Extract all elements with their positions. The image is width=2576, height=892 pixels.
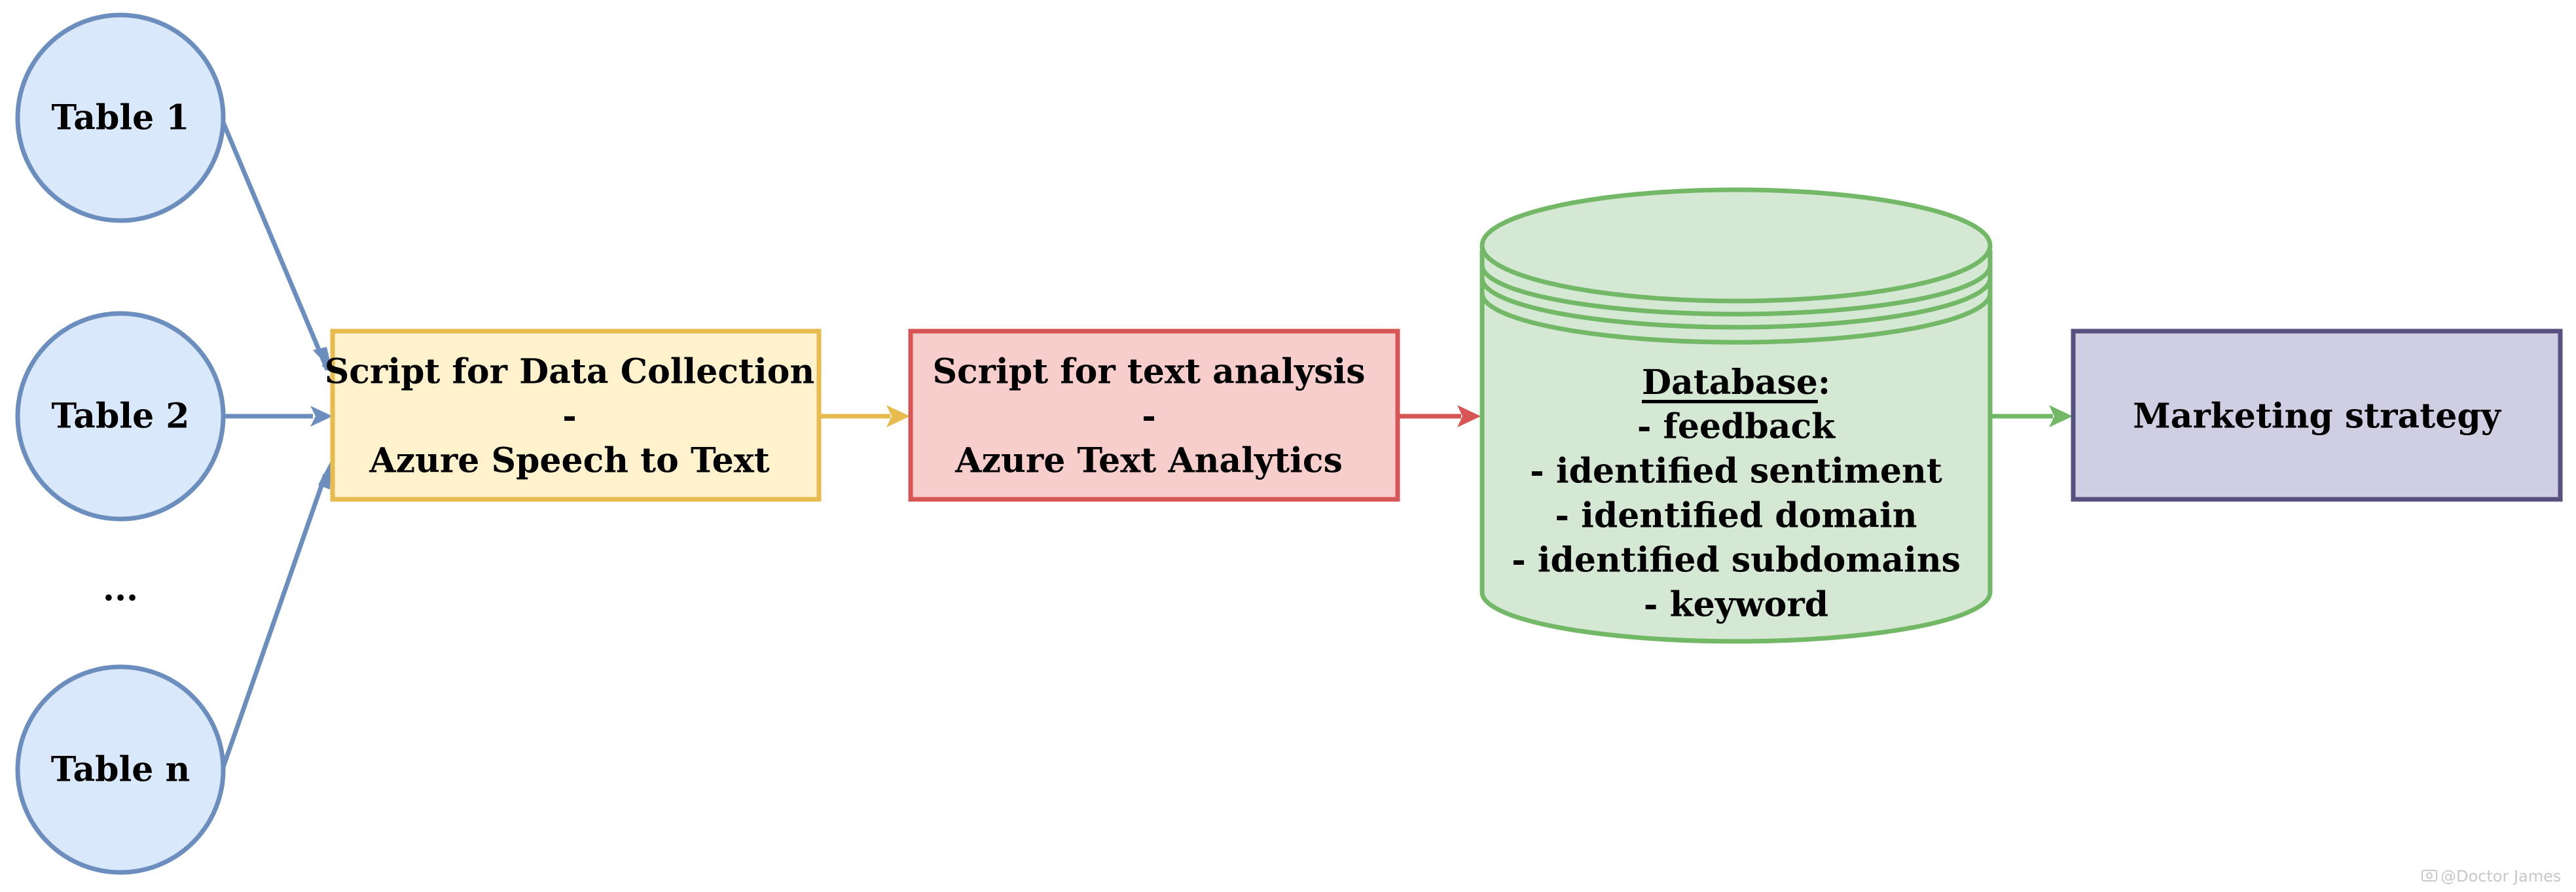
database-heading: Database: xyxy=(1642,363,1830,402)
data-collection-box xyxy=(330,329,822,502)
connector-table1-to-collection xyxy=(219,116,330,371)
text-analysis-box xyxy=(908,329,1400,502)
table-n-node: Table n xyxy=(15,664,226,875)
marketing-strategy-label: Marketing strategy xyxy=(2133,397,2502,437)
database-title: Database xyxy=(1642,363,1818,402)
table-2-circle xyxy=(15,311,226,522)
database-ring-3 xyxy=(1479,293,1993,345)
database-field-domain: - identified domain xyxy=(1555,496,1917,536)
watermark-text: @Doctor James xyxy=(2440,867,2561,885)
database-body xyxy=(1479,249,1993,644)
database-field-feedback: - feedback xyxy=(1637,407,1836,447)
database-field-keyword: - keyword xyxy=(1644,585,1828,625)
data-collection-service: Azure Speech to Text xyxy=(369,441,770,481)
arrowhead-table1-to-collection xyxy=(313,347,333,372)
text-analysis-separator: - xyxy=(1142,397,1156,437)
watermark: @Doctor James xyxy=(2422,867,2561,885)
database-ring-1 xyxy=(1479,264,1993,317)
data-collection-separator: - xyxy=(562,397,577,437)
arrowhead-collection-to-analysis xyxy=(886,405,910,427)
table-1-label: Table 1 xyxy=(52,98,190,138)
text-analysis-node: Script for text analysis - Azure Text An… xyxy=(908,329,1400,502)
arrowhead-database-to-strategy xyxy=(2049,405,2073,427)
table-n-circle xyxy=(15,664,226,875)
arrowhead-tablen-to-collection xyxy=(318,460,331,490)
arrowhead-analysis-to-database xyxy=(1457,405,1481,427)
database-ring-2 xyxy=(1479,277,1993,330)
database-field-sentiment: - identified sentiment xyxy=(1530,452,1942,491)
database-top xyxy=(1479,187,1993,304)
table-1-circle xyxy=(15,12,226,223)
text-analysis-title: Script for text analysis xyxy=(932,352,1365,392)
data-collection-node: Script for Data Collection - Azure Speec… xyxy=(325,329,822,502)
camera-icon xyxy=(2422,870,2437,882)
marketing-strategy-box xyxy=(2071,329,2563,502)
database-field-subdomains: - identified subdomains xyxy=(1512,541,1961,580)
database-node: Database: - feedback - identified sentim… xyxy=(1479,187,1993,644)
arrowhead-table2-to-collection xyxy=(310,406,333,427)
table-n-label: Table n xyxy=(51,750,190,790)
tables-ellipsis: ... xyxy=(103,569,138,609)
data-collection-title: Script for Data Collection xyxy=(325,352,815,392)
table-2-label: Table 2 xyxy=(52,397,190,437)
table-1-node: Table 1 xyxy=(15,12,226,223)
connector-tablen-to-collection xyxy=(220,473,328,770)
marketing-strategy-node: Marketing strategy xyxy=(2071,329,2563,502)
database-title-colon: : xyxy=(1818,363,1830,402)
text-analysis-service: Azure Text Analytics xyxy=(954,441,1343,481)
table-2-node: Table 2 xyxy=(15,311,226,522)
